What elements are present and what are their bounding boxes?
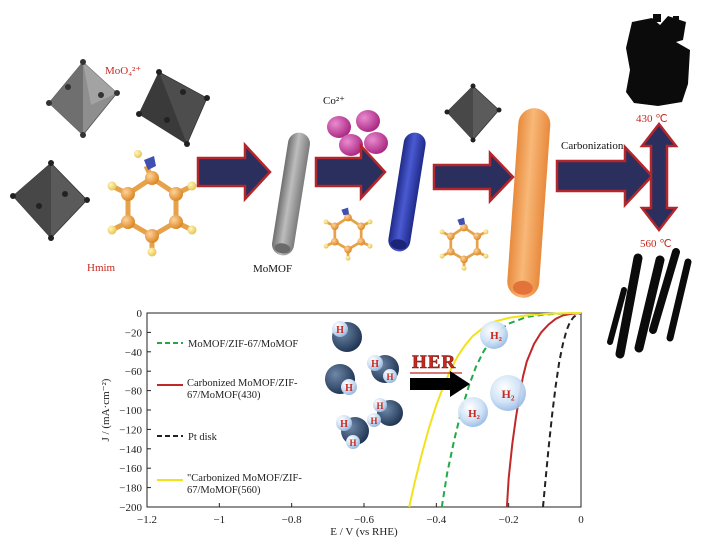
hmim-molecule-icon	[107, 150, 197, 257]
process-arrow-1	[196, 141, 272, 203]
y-tick-label: −60	[125, 366, 143, 378]
process-arrow-2	[314, 142, 387, 202]
h2-bubble-icon: H₂	[490, 375, 526, 411]
proton-cluster-icon: H	[332, 321, 362, 352]
y-tick-label: −40	[125, 347, 143, 359]
legend-label: MoMOF/ZIF-67/MoMOF	[188, 339, 298, 350]
h2-bubble-icon: H₂	[458, 397, 488, 427]
x-tick-label: −0.8	[282, 514, 302, 526]
svg-text:H: H	[345, 383, 353, 394]
temp-430-label: 430 ℃	[636, 113, 668, 125]
proton-cluster-icon: H H	[336, 415, 369, 449]
svg-text:H₂: H₂	[502, 387, 515, 401]
x-ticks: −1.2 −1 −0.8 −0.6 −0.4 −0.2 0	[137, 503, 584, 526]
y-tick-label: 0	[137, 308, 143, 320]
x-axis-label: E / V (vs RHE)	[330, 526, 398, 538]
proton-cluster-icon: H	[325, 364, 357, 395]
octahedron-icon	[444, 83, 502, 143]
y-tick-label: −200	[119, 502, 142, 514]
hmim-molecule-icon	[439, 217, 489, 271]
svg-text:H: H	[371, 359, 379, 370]
split-arrow	[639, 121, 679, 233]
lsv-chart: −1.2 −1 −0.8 −0.6 −0.4 −0.2 0 0 −20 −40 −60 −80 −10…	[100, 308, 584, 538]
y-tick-label: −100	[119, 405, 142, 417]
moo4-label: MoO₄²⁺	[105, 65, 141, 77]
octahedron-icon	[10, 160, 90, 241]
svg-text:H: H	[376, 401, 383, 411]
curve-carbonized-560	[408, 312, 582, 508]
legend-label: Pt disk	[188, 432, 218, 443]
x-tick-label: −1	[213, 514, 225, 526]
proton-cluster-icon: H H	[367, 398, 403, 427]
process-arrow-4	[555, 143, 654, 209]
carbonized-430-product	[626, 14, 690, 106]
svg-text:H: H	[340, 419, 348, 430]
svg-text:H: H	[370, 416, 377, 426]
y-axis-label: J / (mA·cm⁻²)	[100, 378, 112, 441]
legend: MoMOF/ZIF-67/MoMOF Carbonized MoMOF/ZIF-…	[157, 339, 302, 496]
y-tick-label: −80	[125, 386, 143, 398]
svg-text:H: H	[336, 325, 344, 336]
cobalt-ions-icon	[327, 110, 388, 156]
legend-label: "Carbonized MoMOF/ZIF-67/MoMOF(560)	[187, 473, 302, 496]
y-tick-label: −140	[119, 444, 142, 456]
hmim-label: Hmim	[87, 262, 116, 274]
cobalt-label: Co²⁺	[323, 95, 345, 107]
momof-rod	[272, 132, 310, 256]
svg-text:H: H	[386, 372, 393, 382]
trilayer-rod	[507, 108, 551, 298]
x-tick-label: −0.4	[426, 514, 446, 526]
proton-cluster-icon: H H	[367, 355, 399, 383]
temp-560-label: 560 ℃	[640, 238, 672, 250]
curve-carbonized-430	[505, 312, 582, 508]
carbonized-560-product	[607, 248, 692, 359]
y-tick-label: −180	[119, 483, 142, 495]
x-tick-label: −0.6	[354, 514, 374, 526]
y-tick-label: −120	[119, 424, 142, 436]
svg-text:H₂: H₂	[468, 408, 481, 420]
octahedron-icon	[136, 69, 210, 147]
hmim-molecule-icon	[323, 207, 373, 261]
x-tick-label: −1.2	[137, 514, 157, 526]
svg-text:H₂: H₂	[490, 330, 503, 342]
carbonization-label: Carbonization	[561, 140, 624, 152]
svg-text:H: H	[349, 438, 356, 448]
x-tick-label: −0.2	[499, 514, 519, 526]
legend-label: Carbonized MoMOF/ZIF-67/MoMOF(430)	[187, 378, 298, 401]
momof-label: MoMOF	[253, 263, 292, 275]
octahedron-icon	[46, 59, 120, 138]
process-arrow-3	[432, 149, 515, 205]
her-arrow	[410, 371, 470, 397]
x-tick-label: 0	[578, 514, 584, 526]
zif-coated-rod	[388, 132, 426, 252]
curve-pt-disk	[542, 312, 582, 508]
her-label: HER	[412, 352, 456, 373]
y-tick-label: −160	[119, 463, 142, 475]
curves	[408, 312, 582, 508]
y-ticks: 0 −20 −40 −60 −80 −100 −120 −140 −160 −180 −200	[119, 308, 151, 514]
h2-bubble-icon: H₂	[480, 321, 508, 349]
y-tick-label: −20	[125, 327, 143, 339]
her-inset: H H H H H H H H	[325, 321, 526, 449]
